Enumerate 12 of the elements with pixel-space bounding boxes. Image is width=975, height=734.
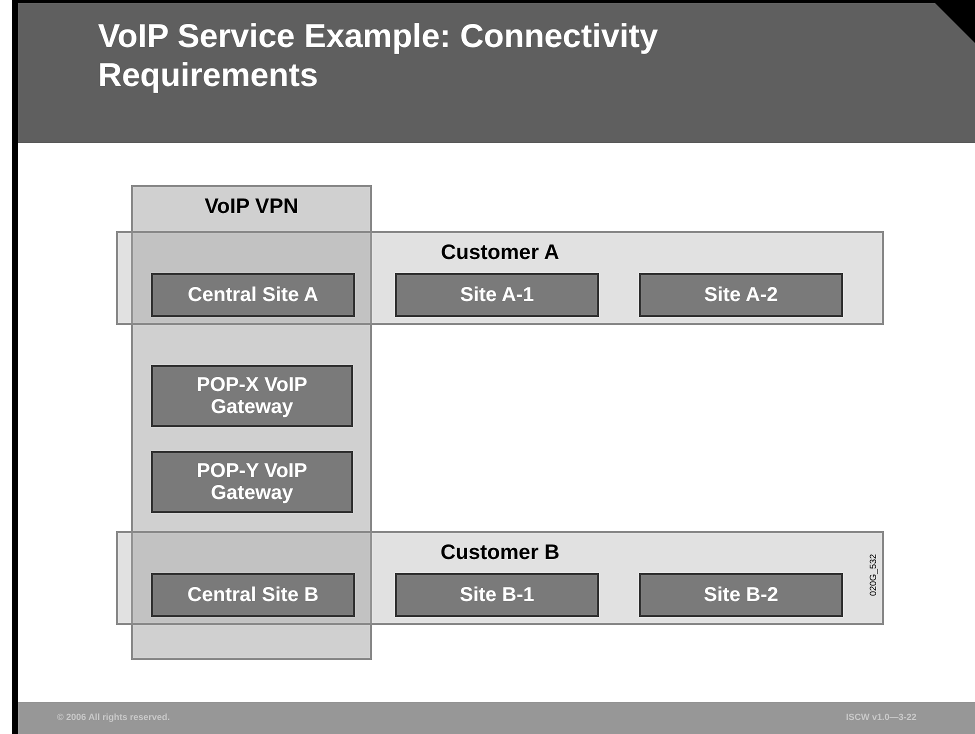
site-box: Central Site A [151,273,355,317]
site-box: Site B-2 [639,573,843,617]
site-box: POP-Y VoIP Gateway [151,451,353,513]
site-box: Site B-1 [395,573,599,617]
group-title: VoIP VPN [204,195,300,219]
site-box: Site A-1 [395,273,599,317]
slide-title: VoIP Service Example: Connectivity Requirements [98,16,660,94]
site-box: POP-X VoIP Gateway [151,365,353,427]
group-title: Customer A [440,241,560,265]
figure-code: 020G_532 [868,554,878,596]
site-box: Central Site B [151,573,355,617]
site-box: Site A-2 [639,273,843,317]
